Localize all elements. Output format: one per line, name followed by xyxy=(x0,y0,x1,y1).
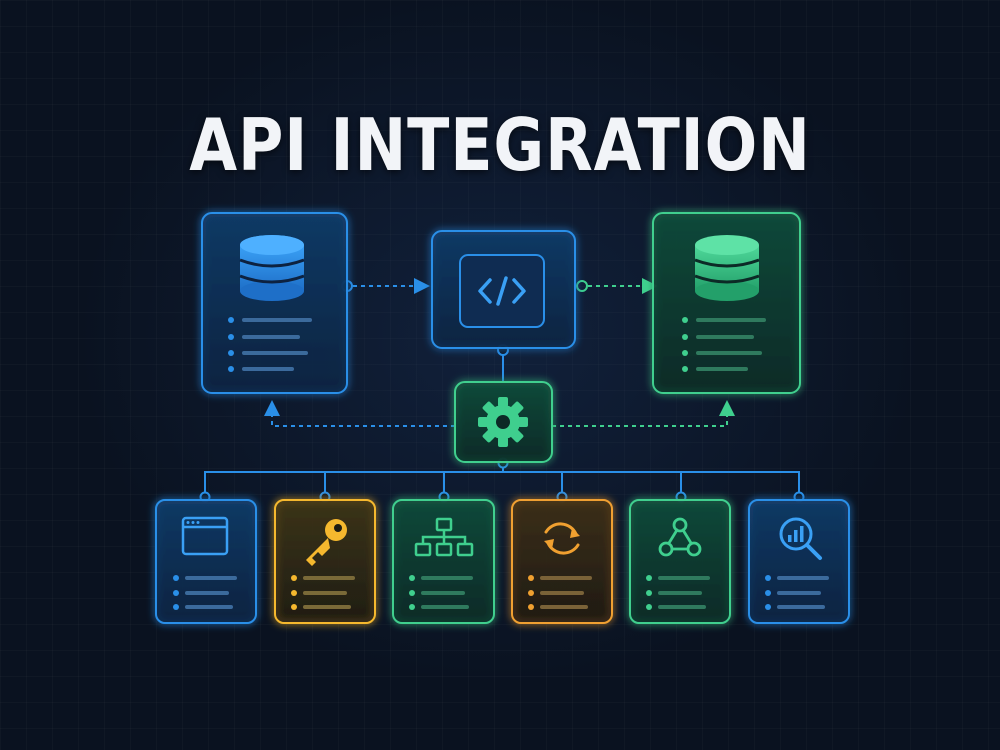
settings-hub-card xyxy=(454,381,553,463)
browser-window-card xyxy=(155,499,257,624)
list-lines xyxy=(765,575,829,610)
api-code-card xyxy=(431,230,576,349)
analytics-search-icon xyxy=(779,517,822,560)
list-lines xyxy=(173,575,237,610)
flow-arrow-hub-to-target xyxy=(552,400,735,427)
key-icon xyxy=(306,519,347,566)
page-title: API INTEGRATION xyxy=(189,103,811,187)
list-lines xyxy=(646,575,710,610)
gear-icon xyxy=(478,397,528,447)
list-lines xyxy=(228,317,312,372)
webhook-card xyxy=(629,499,731,624)
target-database-card xyxy=(652,212,801,394)
sync-card xyxy=(511,499,613,624)
flow-arrow-hub-to-source xyxy=(264,400,455,427)
hierarchy-icon xyxy=(414,517,474,557)
code-brackets-icon xyxy=(478,276,526,306)
api-key-card xyxy=(274,499,376,624)
connector-dot xyxy=(576,280,588,292)
list-lines xyxy=(528,575,592,610)
database-icon xyxy=(694,235,760,301)
connectors xyxy=(199,278,805,503)
source-database-card xyxy=(201,212,348,394)
browser-window-icon xyxy=(181,516,229,556)
list-lines xyxy=(291,575,355,610)
hierarchy-card xyxy=(392,499,495,624)
list-lines xyxy=(409,575,473,610)
list-lines xyxy=(682,317,766,372)
webhook-icon xyxy=(658,517,702,557)
analytics-search-card xyxy=(748,499,850,624)
database-icon xyxy=(239,235,305,301)
bus-line xyxy=(204,471,800,496)
